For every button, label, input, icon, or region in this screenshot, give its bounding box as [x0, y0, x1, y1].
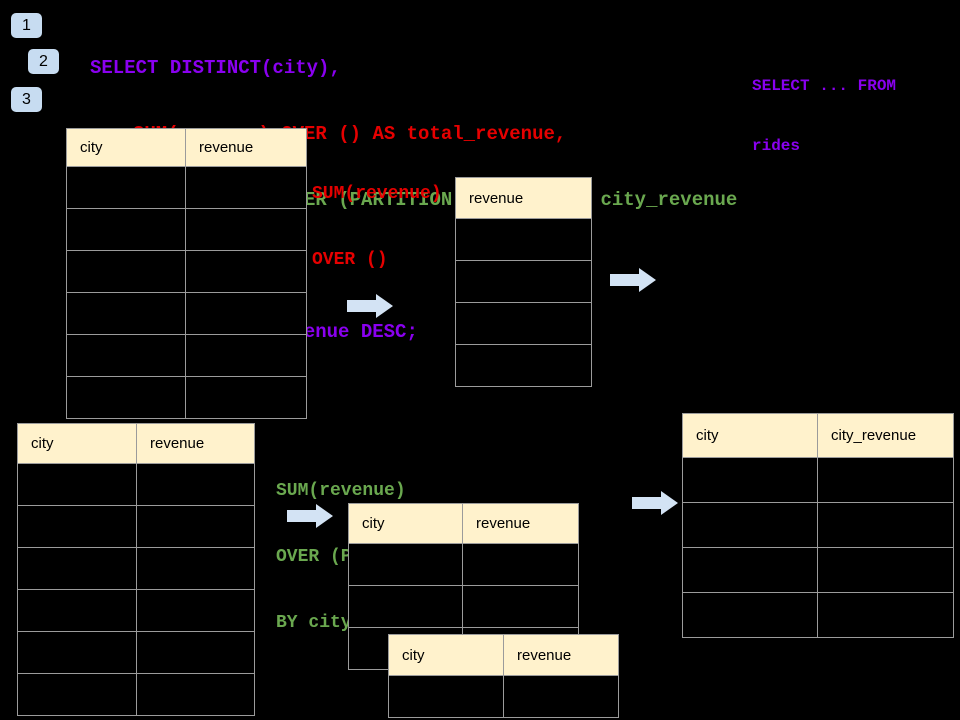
table-cell-empty: [18, 632, 136, 673]
table-partition-b: city revenue: [388, 634, 619, 718]
table-cell-empty: [67, 377, 185, 418]
table-partition-a-header-city: city: [349, 504, 462, 543]
arrow-head: [316, 504, 333, 528]
total-revenue-label-line2: OVER (): [312, 250, 388, 270]
table-cell-empty: [818, 593, 953, 637]
table-source-top-header-city: city: [67, 129, 185, 166]
side-note-line1: SELECT ... FROM: [752, 77, 897, 95]
table-cell-empty: [137, 548, 254, 589]
arrow-head: [639, 268, 656, 292]
table-cell-empty: [818, 503, 953, 547]
table-source-top-header-revenue: revenue: [186, 129, 306, 166]
table-cell-empty: [67, 251, 185, 292]
table-cell-empty: [349, 544, 462, 585]
side-note-line2: rides: [752, 137, 801, 155]
table-cell-empty: [818, 548, 953, 592]
table-cell-empty: [683, 503, 817, 547]
table-cell-empty: [456, 345, 591, 386]
arrow-shaft: [632, 497, 661, 509]
arrow-shaft: [287, 510, 316, 522]
right-arrow-icon: [287, 504, 333, 528]
table-final-result: city city_revenue: [682, 413, 954, 638]
table-final-result-header-city: city: [683, 414, 817, 457]
partition-label-line1: SUM(revenue): [276, 481, 406, 501]
table-cell-empty: [67, 335, 185, 376]
table-total-revenue: revenue: [455, 177, 592, 387]
table-cell-empty: [18, 506, 136, 547]
table-partition-b-header-city: city: [389, 635, 503, 675]
table-cell-empty: [456, 261, 591, 302]
table-cell-empty: [186, 293, 306, 334]
right-arrow-icon: [632, 491, 678, 515]
total-revenue-label: SUM(revenue) OVER (): [312, 139, 442, 293]
right-arrow-icon: [347, 294, 393, 318]
table-cell-empty: [683, 548, 817, 592]
right-arrow-icon: [610, 268, 656, 292]
total-revenue-label-line1: SUM(revenue): [312, 184, 442, 204]
table-source-bottom-header-city: city: [18, 424, 136, 463]
table-final-result-header-city-revenue: city_revenue: [818, 414, 953, 457]
table-cell-empty: [137, 506, 254, 547]
table-cell-empty: [18, 674, 136, 715]
table-cell-empty: [456, 219, 591, 260]
table-cell-empty: [818, 458, 953, 502]
step-badge-1-label: 1: [22, 16, 31, 34]
table-cell-empty: [456, 303, 591, 344]
table-source-top: city revenue: [66, 128, 307, 419]
table-cell-empty: [18, 548, 136, 589]
side-note: SELECT ... FROM rides: [752, 36, 896, 176]
step-badge-2-label: 2: [39, 52, 48, 70]
table-cell-empty: [683, 458, 817, 502]
sql-line-select: SELECT DISTINCT(city),: [90, 57, 341, 79]
table-cell-empty: [137, 590, 254, 631]
step-badge-1: 1: [11, 13, 42, 38]
table-cell-empty: [137, 632, 254, 673]
table-cell-empty: [137, 464, 254, 505]
table-source-bottom-header-revenue: revenue: [137, 424, 254, 463]
arrow-shaft: [347, 300, 376, 312]
table-cell-empty: [186, 377, 306, 418]
step-badge-2: 2: [28, 49, 59, 74]
table-source-bottom: city revenue: [17, 423, 255, 716]
table-cell-empty: [18, 464, 136, 505]
table-total-revenue-header: revenue: [456, 178, 591, 218]
table-cell-empty: [67, 293, 185, 334]
table-cell-empty: [137, 674, 254, 715]
table-cell-empty: [349, 586, 462, 627]
table-cell-empty: [463, 544, 578, 585]
table-cell-empty: [504, 676, 618, 717]
table-cell-empty: [186, 251, 306, 292]
table-cell-empty: [67, 209, 185, 250]
table-cell-empty: [389, 676, 503, 717]
table-cell-empty: [186, 167, 306, 208]
arrow-head: [661, 491, 678, 515]
table-partition-a-header-revenue: revenue: [463, 504, 578, 543]
arrow-shaft: [610, 274, 639, 286]
table-partition-b-header-revenue: revenue: [504, 635, 618, 675]
table-cell-empty: [186, 335, 306, 376]
table-cell-empty: [683, 593, 817, 637]
table-cell-empty: [18, 590, 136, 631]
table-cell-empty: [186, 209, 306, 250]
step-badge-3: 3: [11, 87, 42, 112]
table-cell-empty: [463, 586, 578, 627]
step-badge-3-label: 3: [22, 90, 31, 108]
table-cell-empty: [67, 167, 185, 208]
arrow-head: [376, 294, 393, 318]
